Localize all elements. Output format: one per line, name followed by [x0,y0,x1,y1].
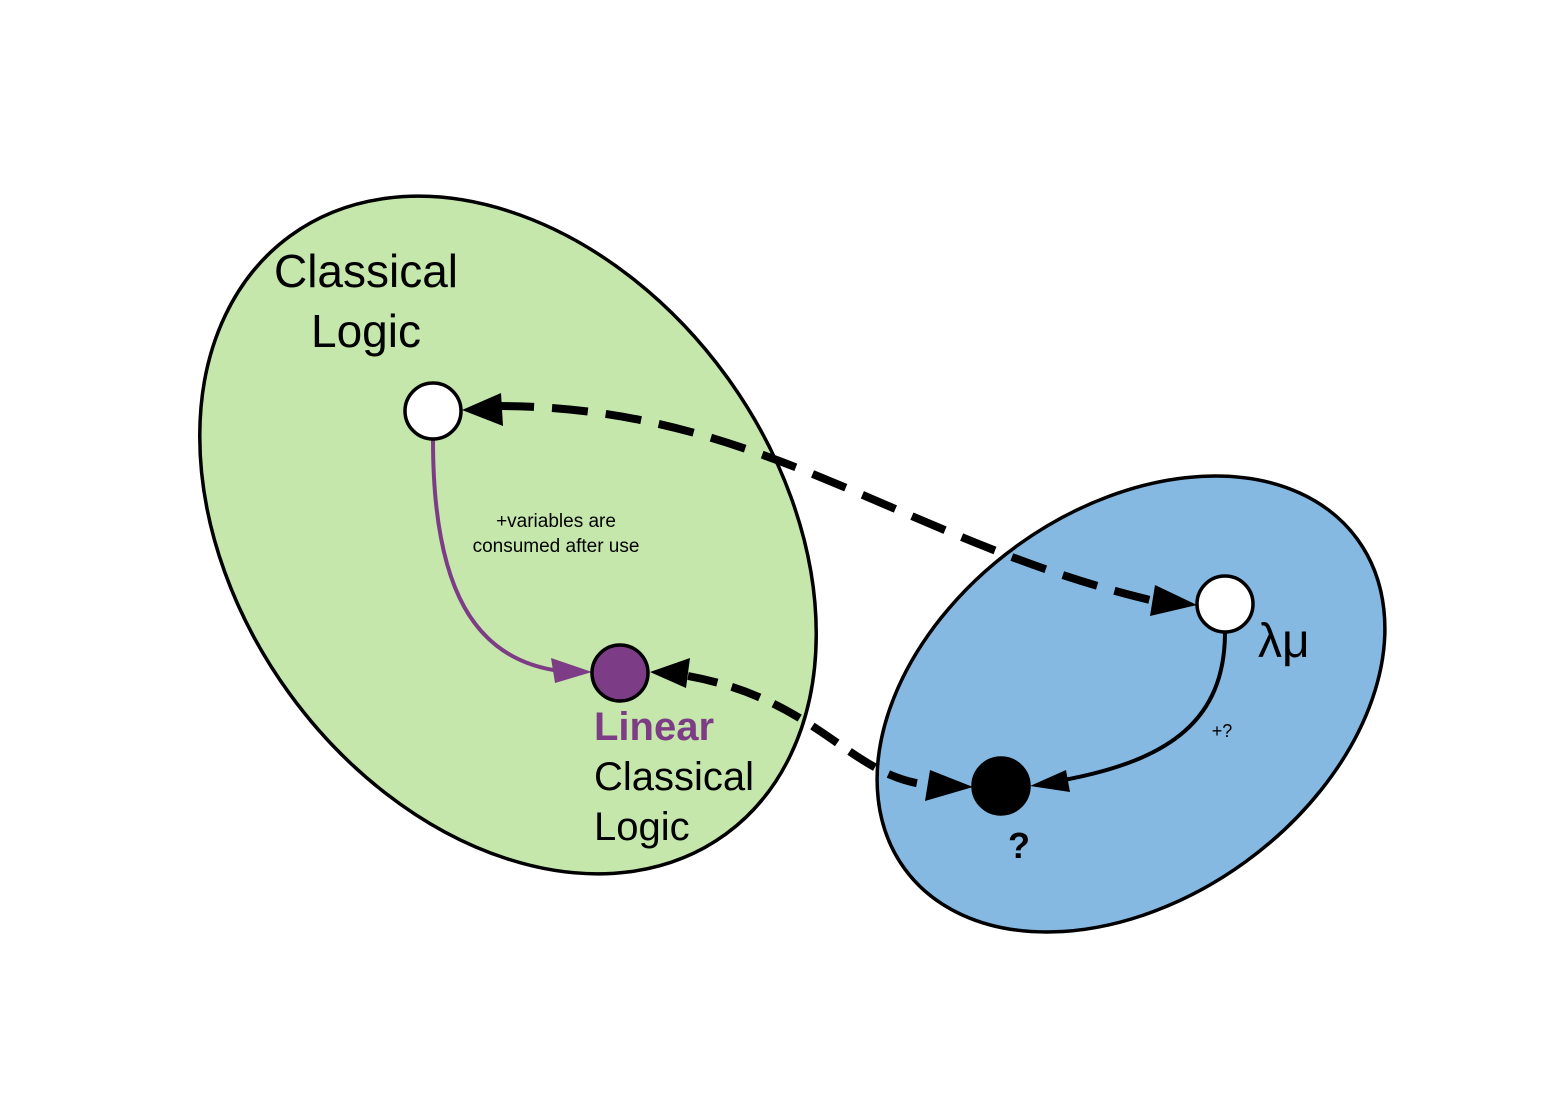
classical-to-linear-label-line1: +variables are [496,511,616,532]
classical-logic-node [403,381,463,441]
classical-to-linear-arrowhead [551,658,592,683]
lambda-mu-to-unknown-arrowhead [1030,770,1070,792]
linear-classical-logic-label-line3: Logic [594,805,690,849]
linear-classical-logic-label-line1: Linear [594,705,714,749]
lambda-mu-to-unknown-edge [1063,631,1227,782]
classical-to-linear-edge [431,439,561,673]
linear-classical-logic-label-line2: Classical [594,755,754,799]
lambda-mu-title: λμ [1258,615,1310,668]
linear-unknown-correspondence-edge [687,672,931,789]
classical-lambda-mu-correspondence-edge [497,402,1151,604]
lambda-mu-node [1195,574,1255,634]
unknown-node-label: ? [1008,825,1030,866]
lambda-mu-region [875,474,1387,934]
classical-logic-title-line2: Logic [311,305,421,357]
unknown-node [971,756,1031,816]
classical-to-linear-label-line2: consumed after use [473,536,640,557]
linear-correspondence-arrowhead [650,658,690,688]
classical-logic-region [198,194,818,876]
classical-logic-title-line1: Classical [274,245,458,297]
lambda-mu-correspondence-arrowhead [1150,585,1197,616]
classical-correspondence-arrowhead [462,393,503,426]
unknown-correspondence-arrowhead [925,770,973,801]
linear-classical-logic-node [590,643,650,703]
lambda-mu-to-unknown-label: +? [1212,721,1233,741]
